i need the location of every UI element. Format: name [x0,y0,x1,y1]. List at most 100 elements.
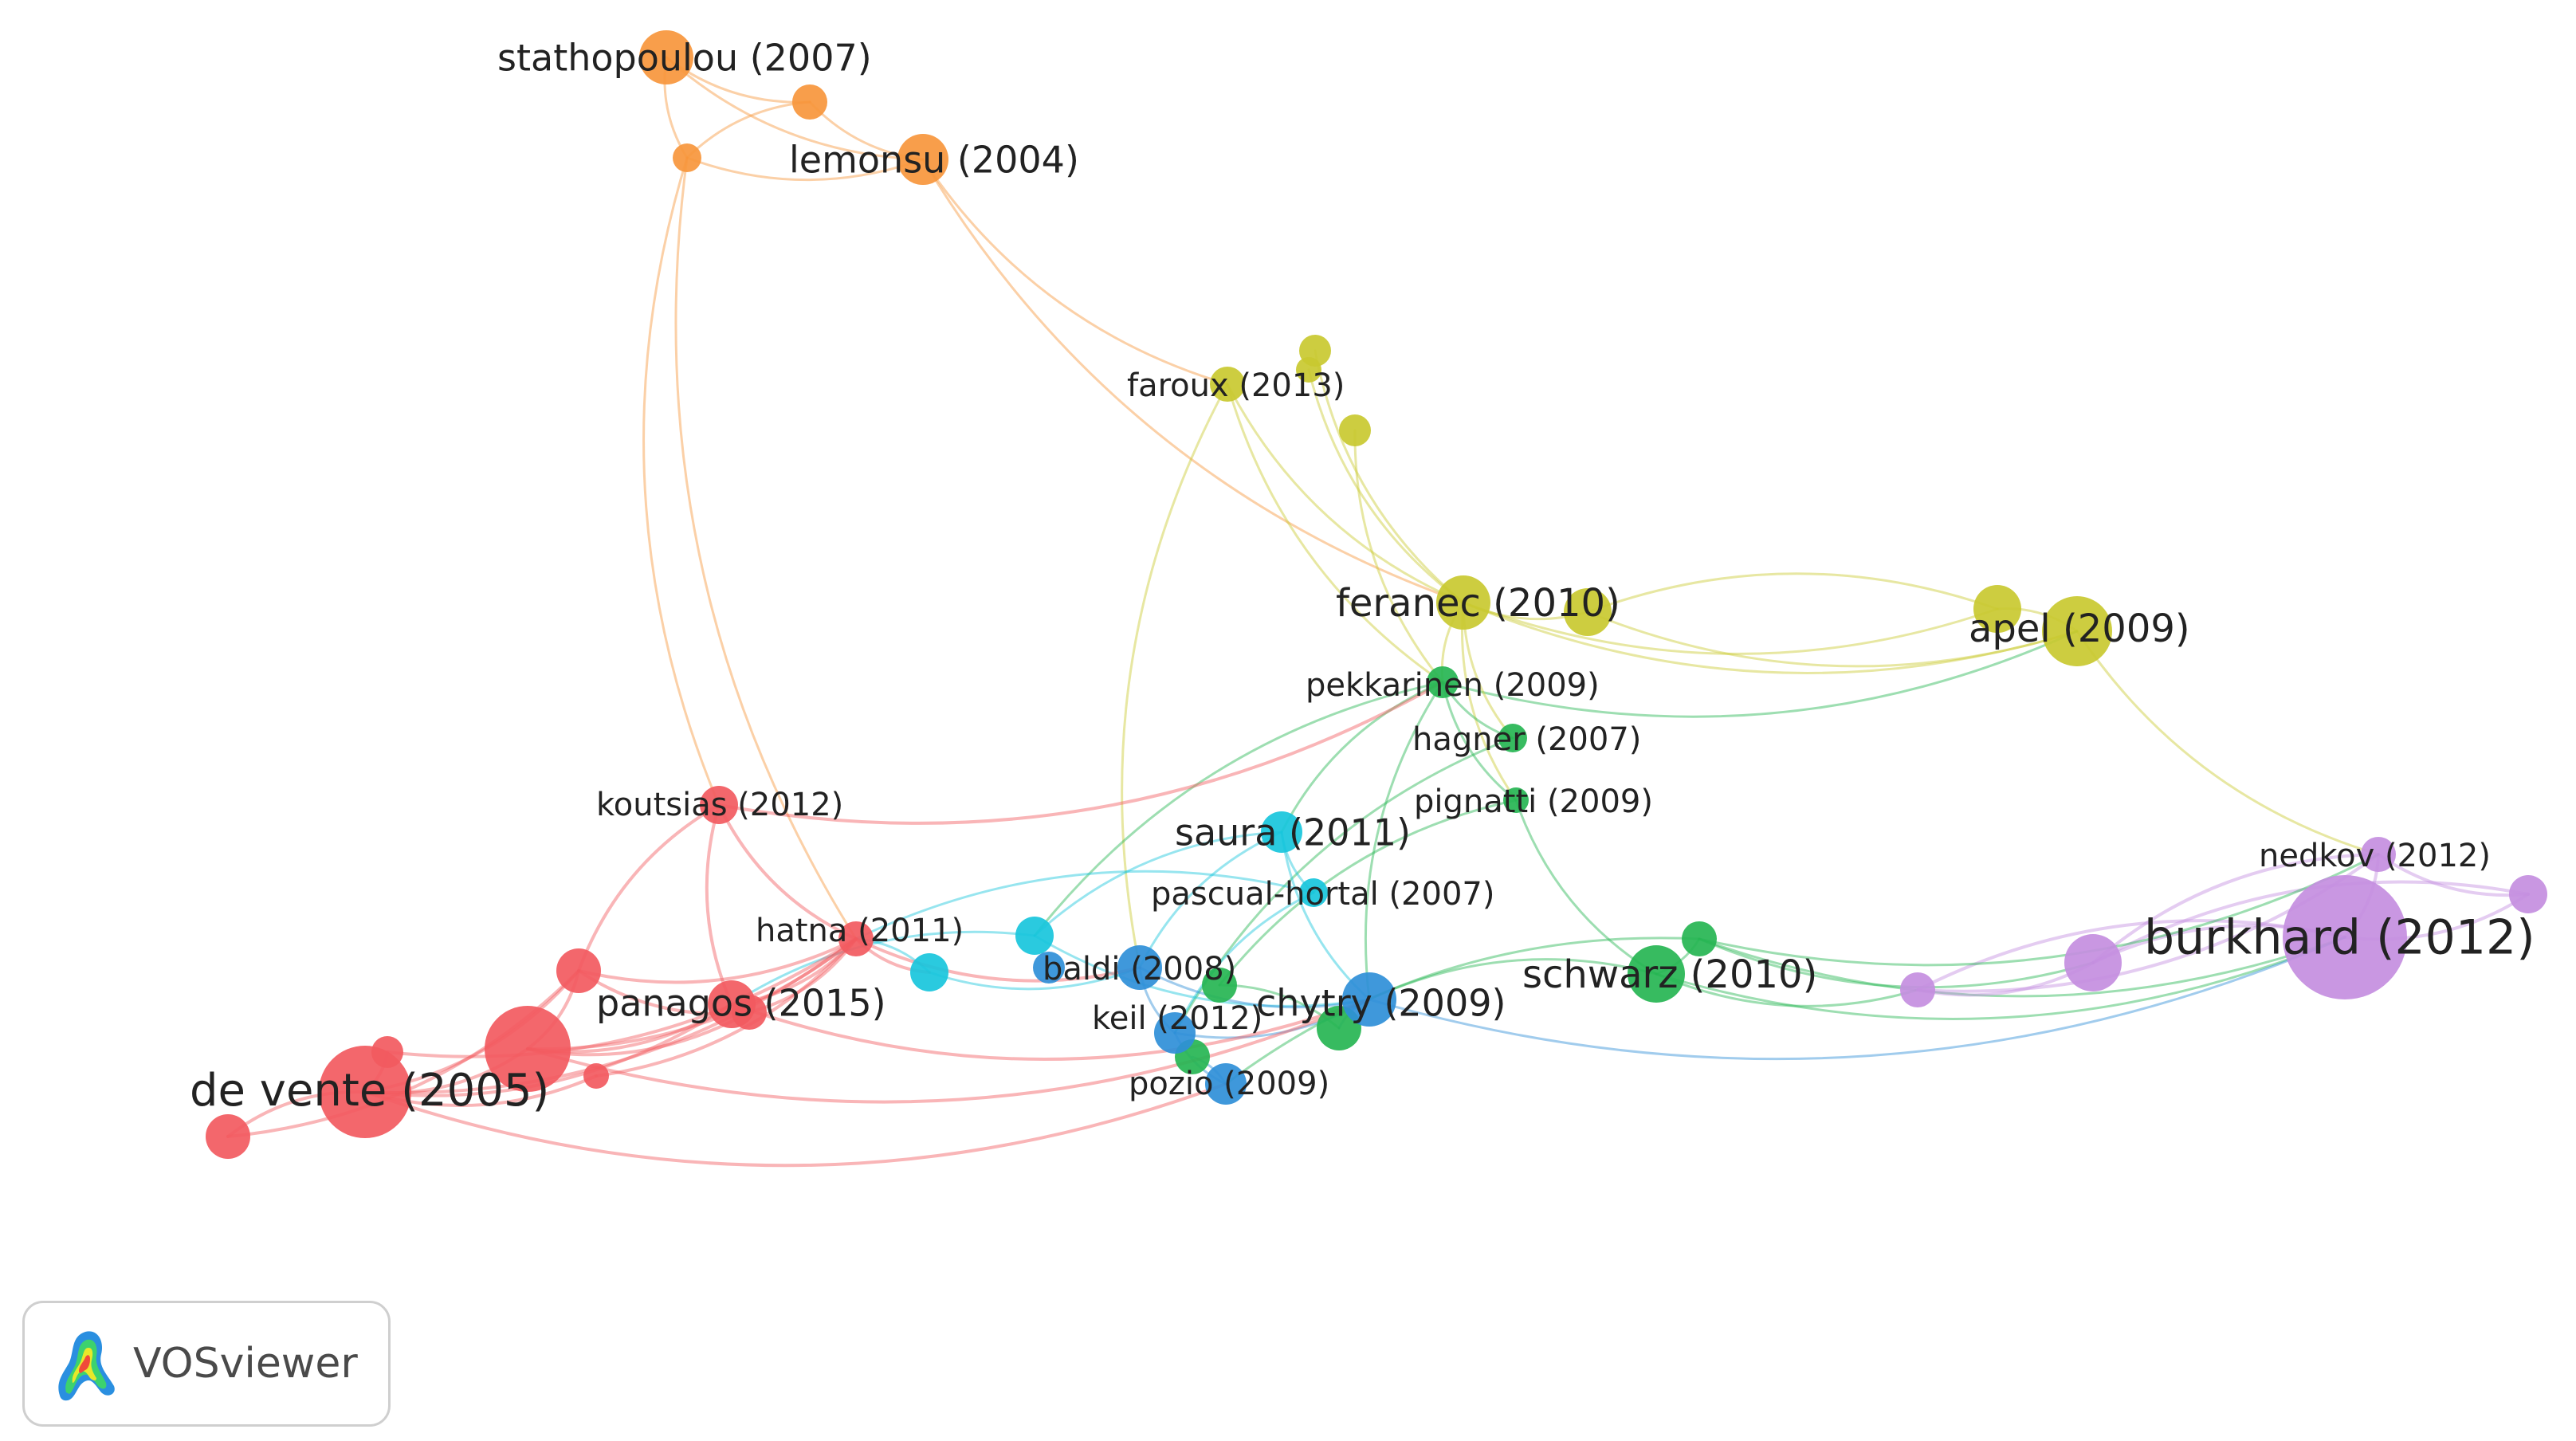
link-r6-hatna [526,937,858,1051]
link-pekkarinen-saura [1280,681,1444,834]
node-hagner[interactable] [1498,724,1527,752]
link-y3-feranec [1307,368,1465,604]
link-c4-baldi [928,966,1141,991]
node-y8[interactable] [1973,585,2021,633]
node-pascual[interactable] [1299,878,1328,907]
node-c3[interactable] [1015,917,1054,955]
node-label-pozio: pozio (2009) [1129,1066,1329,1102]
node-nedkov[interactable] [2361,837,2396,872]
link-o3-hatna [674,156,858,940]
node-label-faroux: faroux (2013) [1127,367,1345,404]
node-pozio[interactable] [1205,1063,1247,1105]
node-keil[interactable] [1154,1012,1196,1054]
link-apel-nedkov [2075,630,2380,856]
link-stathopoulou-lemonsu [665,56,925,161]
node-label-koutsias: koutsias (2012) [596,787,843,823]
node-r9[interactable] [732,995,767,1030]
link-devente-hatna [363,937,858,1094]
node-p4[interactable] [2064,934,2122,991]
node-schwarz[interactable] [1628,945,1685,1003]
node-g7[interactable] [1202,968,1237,1003]
link-koutsias-panagos [705,803,733,1006]
node-c4[interactable] [910,953,948,991]
link-r5-hatna [577,937,858,984]
node-label-apel: apel (2009) [1969,607,2190,651]
node-label-chytry: chytry (2009) [1256,982,1506,1025]
link-saura-baldi [1138,830,1283,969]
node-baldi[interactable] [1117,945,1162,990]
node-pekkarinen[interactable] [1427,666,1459,698]
node-r8[interactable] [583,1063,609,1089]
node-hatna[interactable] [838,921,874,956]
vosviewer-heatmap-icon [58,1331,115,1401]
link-r8-hatna [595,937,858,1078]
node-label-hatna: hatna (2011) [756,913,964,949]
link-faroux-baldi [1121,383,1229,969]
node-label-nedkov: nedkov (2012) [2259,838,2491,874]
link-y8-y6 [1586,572,1999,614]
node-r7[interactable] [371,1036,403,1068]
node-p5[interactable] [2509,875,2547,913]
node-label-saura: saura (2011) [1175,811,1411,854]
link-burkhard-p3 [1916,919,2346,991]
node-label-baldi: baldi (2008) [1043,951,1236,987]
link-nedkov-p4 [2091,853,2380,964]
node-g5[interactable] [1682,921,1717,956]
link-feranec-y8 [1462,601,1999,655]
node-faroux[interactable] [1210,367,1245,402]
node-r6[interactable] [485,1006,571,1092]
node-chytry[interactable] [1342,972,1396,1027]
link-pascual-hatna [854,870,1315,940]
link-g5-burkhard [1698,936,2346,998]
node-label-stathopoulou: stathopoulou (2007) [497,37,872,80]
node-label-keil: keil (2012) [1092,1000,1262,1037]
node-o3[interactable] [673,143,701,172]
link-saura-c3 [1033,830,1283,937]
node-r10[interactable] [206,1114,250,1159]
vosviewer-logo: VOSviewer [22,1301,391,1427]
link-nedkov-p5 [2377,853,2530,897]
link-devente-pozio [363,1082,1227,1168]
link-g5-nedkov [1698,853,2380,967]
link-pekkarinen-apel [1441,630,2079,718]
node-apel[interactable] [2042,596,2112,666]
node-b5[interactable] [1033,952,1065,984]
node-pignatti[interactable] [1503,787,1529,813]
link-pekkarinen-c3 [1033,681,1444,937]
node-devente[interactable] [319,1046,411,1138]
link-pascual-keil [1173,891,1315,1035]
node-p3[interactable] [1900,972,1935,1007]
node-y3[interactable] [1296,357,1321,383]
link-schwarz-p3 [1655,972,1919,1007]
link-feranec-apel [1462,601,2079,674]
link-koutsias-hatna [717,803,858,940]
link-saura-chytry [1280,830,1371,1001]
link-schwarz-chytry [1368,958,1658,1001]
node-y6[interactable] [1564,588,1612,636]
link-chytry-burkhard [1368,936,2346,1061]
link-pignatti-schwarz [1514,799,1658,976]
link-g5-pozio [1224,936,1701,1086]
link-hatna-baldi [854,937,1141,983]
node-label-pekkarinen: pekkarinen (2009) [1306,667,1600,704]
node-label-pascual: pascual-hortal (2007) [1151,876,1494,913]
node-label-hagner: hagner (2007) [1412,721,1641,758]
link-c3-chytry [1033,934,1371,1007]
link-y4-pekkarinen [1353,429,1444,684]
link-r7-hatna [386,937,858,1058]
node-saura[interactable] [1261,811,1302,853]
link-panagos-chytry [730,998,1371,1062]
node-r5[interactable] [556,948,601,993]
node-burkhard[interactable] [2283,875,2407,999]
node-feranec[interactable] [1436,575,1490,630]
link-lemonsu-feranec [921,158,1465,604]
link-faroux-pekkarinen [1226,383,1444,684]
link-o3-lemonsu [685,156,925,182]
node-koutsias[interactable] [700,786,738,824]
node-o2[interactable] [792,84,827,120]
link-c3-panagos [730,930,1036,1006]
link-o3-koutsias [642,156,721,807]
node-stathopoulou[interactable] [639,30,693,84]
node-lemonsu[interactable] [897,134,948,185]
node-y4[interactable] [1339,414,1371,446]
